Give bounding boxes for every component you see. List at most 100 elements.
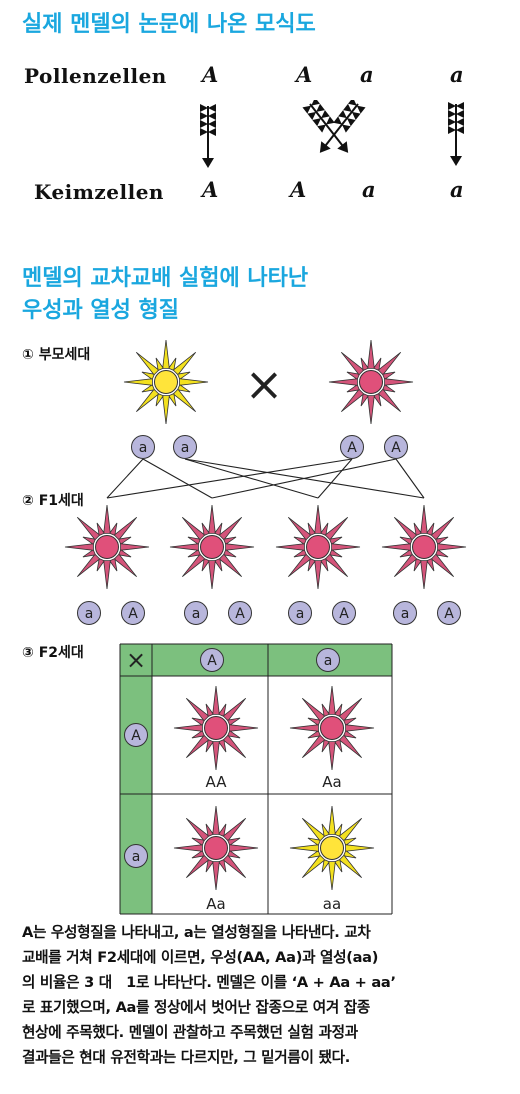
sun-ray-short [382,384,396,393]
sun-ray-short [191,837,205,846]
inheritance-lines [106,458,425,499]
germ-allele-2: A [290,177,307,202]
sun-ray [289,724,319,732]
paragraph-line: 현상에 주목했다. 멘델이 관찰하고 주목했던 실험 과정과 [22,1024,358,1041]
sun-ray [179,378,209,386]
inheritance-line [184,458,319,499]
sun-ray-short [109,522,118,536]
sun-ray-short [329,549,343,558]
sun-ray [225,543,255,551]
sun-ray-short [218,739,227,753]
f2-grid-lines [119,643,393,915]
sun-ray-short [187,549,201,558]
sun-ray [314,560,322,590]
sun-ray-short [214,558,223,572]
sun-center [320,716,344,740]
sun-center [200,535,224,559]
sun-ray-short [346,384,360,393]
parent-allele: A [340,435,364,459]
sun-ray [301,734,326,759]
sun-ray-short [177,384,191,393]
sun-ray [212,805,220,835]
allele-letter: a [181,440,190,456]
sun-ray [324,516,349,541]
sun-ray-short [343,837,357,846]
allele-letter: A [235,606,245,622]
inheritance-line [142,458,213,499]
sun-ray [222,734,247,759]
step3-label: ③ F2세대 [22,645,84,661]
pollen-allele-3: a [360,62,374,87]
sun-ray-short [343,730,357,739]
sun-ray [162,339,170,369]
sun-ray [76,516,101,541]
parent-dominant-sun [328,339,414,425]
sun-ray [135,388,160,413]
sun-ray-short [218,823,227,837]
sun-ray-short [346,371,360,380]
sun-ray-short [205,703,214,717]
sun-ray [430,553,455,578]
sun-ray-short [155,393,164,407]
pollen-allele-4: a [450,62,464,87]
sun-ray-short [399,536,413,545]
sun-ray [173,724,203,732]
sun-ray-short [205,739,214,753]
sun-ray-short [320,522,329,536]
sun-ray-short [307,730,321,739]
f2-genotype-4: aa [323,895,341,913]
sun-ray-short [360,357,369,371]
inheritance-line [395,458,425,499]
sun-ray-short [191,717,205,726]
f2-header-row-bg [120,644,392,676]
sun-symbols [64,339,467,891]
sun-ray-short [307,850,321,859]
f2-column-allele: a [316,648,340,672]
allele-letter: a [139,440,148,456]
sun-ray-short [399,549,413,558]
sun-ray-short [191,850,205,859]
allele-letter: a [132,849,141,865]
sun-ray [162,395,170,425]
inheritance-line [106,458,144,499]
allele-letter: a [192,606,201,622]
sun-ray [340,388,365,413]
sun-ray [181,516,206,541]
sun-ray [181,553,206,578]
f1-dominant-sun [275,504,361,590]
sun-ray-short [218,703,227,717]
section2-title-line2: 우성과 열성 형질 [22,298,179,323]
sun-ray-short [293,549,307,558]
sun-ray [377,388,402,413]
inheritance-line [317,458,353,499]
pollen-allele-2: A [296,62,313,87]
f2-sun-aa [289,805,375,891]
sun-ray [393,516,418,541]
sun-ray-short [96,522,105,536]
f1-allele: a [77,601,101,625]
sun-ray [222,817,247,842]
allele-letter: A [391,440,401,456]
sun-ray [420,504,428,534]
sun-ray-short [227,837,241,846]
sun-ray [135,351,160,376]
sun-ray [345,844,375,852]
allele-letter: a [401,606,410,622]
sun-ray [212,861,220,891]
sun-ray [345,724,375,732]
sun-ray-short [118,549,132,558]
f1-dominant-sun [169,504,255,590]
step1-label: ① 부모세대 [22,347,91,363]
sun-ray-short [413,558,422,572]
inheritance-line [106,458,353,499]
sun-center [306,535,330,559]
sun-ray-short [413,522,422,536]
allele-letter: A [128,606,138,622]
f2-row-allele: A [124,723,148,747]
sun-ray [324,553,349,578]
sun-ray [185,697,210,722]
sun-ray [173,844,203,852]
sun-center [412,535,436,559]
sun-ray [301,697,326,722]
sun-ray-short [141,371,155,380]
